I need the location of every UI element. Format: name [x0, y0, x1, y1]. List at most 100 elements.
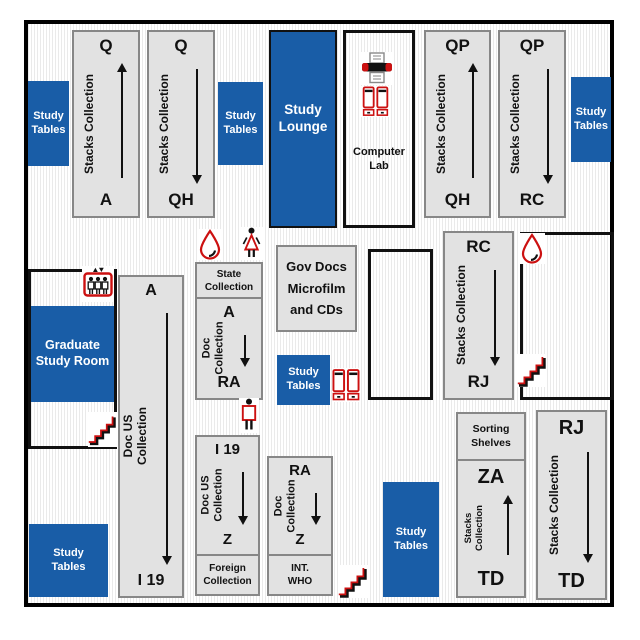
- stack-side-label: Stacks Collection: [82, 73, 97, 174]
- stacks-rc-rj: RC Stacks Collection RJ: [443, 231, 514, 400]
- stack-top-label: RC: [466, 237, 491, 256]
- stack-bottom-label: QH: [168, 190, 194, 210]
- computers-icon: [361, 86, 390, 117]
- stack-side-label: Stacks Collection: [546, 454, 561, 555]
- computer-lab-room: Computer Lab: [343, 30, 415, 228]
- stack-bottom-label: Z: [222, 530, 233, 548]
- stack-side: Stacks Collection: [426, 56, 458, 192]
- stacks-q-a: Q Stacks Collection A: [72, 30, 140, 218]
- stack-top-label: RA: [289, 462, 311, 479]
- stairs-icon: [517, 354, 547, 387]
- stack-side-label: Stacks Collection: [462, 505, 485, 551]
- stack-top-label: Q: [174, 36, 188, 55]
- stack-footer-label: INT. WHO: [269, 554, 331, 594]
- computer-lab-label: Computer Lab: [353, 146, 405, 173]
- stack-side: Stacks Collection: [538, 439, 572, 570]
- study-tables-label: Study Tables: [51, 546, 86, 573]
- stack-header-label: Sorting Shelves: [458, 414, 524, 461]
- stack-top-label: RJ: [558, 417, 585, 439]
- stack-body: Stacks Collection: [500, 56, 564, 192]
- stack-top-label: QP: [445, 36, 470, 55]
- stack-body: Stacks Collection: [538, 439, 605, 570]
- graduate-study-room-outline: [28, 269, 117, 449]
- direction-arrow-icon: [582, 446, 594, 563]
- stack-body: Doc US Collection: [120, 300, 182, 573]
- stack-bottom-label: TD: [477, 568, 505, 590]
- stack-side: Stacks Collection: [74, 56, 106, 192]
- study-lounge: Study Lounge: [269, 30, 337, 228]
- stack-top-label: A: [145, 282, 157, 299]
- stacks-sorting-za-td: Sorting Shelves ZA Stacks Collection TD: [456, 412, 526, 598]
- stacks-q-qh: Q Stacks Collection QH: [147, 30, 215, 218]
- study-tables-label: Study Tables: [393, 525, 429, 552]
- study-tables-top-mid: Study Tables: [218, 82, 263, 165]
- gov-docs-area: Gov Docs Microfilm and CDs: [276, 245, 357, 332]
- stack-side-label: Stacks Collection: [453, 264, 468, 366]
- direction-arrow-icon: [467, 63, 479, 185]
- stack-side: Stacks Collection: [458, 488, 491, 568]
- direction-arrow-icon: [542, 63, 554, 185]
- stack-bottom-label: RJ: [467, 372, 490, 392]
- stacks-doc-us-i19-z: I 19 Doc US Collection Z Foreign Collect…: [195, 435, 260, 596]
- stack-side: Stacks Collection: [500, 56, 532, 192]
- computers-icon: [332, 368, 360, 402]
- stack-arrow-area: [532, 56, 564, 192]
- direction-arrow-icon: [239, 329, 251, 368]
- stack-side: Doc Collection: [269, 478, 300, 533]
- stack-bottom-label: QH: [444, 190, 471, 210]
- stairs-icon: [338, 565, 368, 598]
- stack-arrow-area: [228, 459, 259, 532]
- study-tables-label: Study Tables: [573, 105, 609, 132]
- study-lounge-label: Study Lounge: [278, 102, 328, 134]
- stack-side-label: Stacks Collection: [157, 73, 172, 174]
- stack-footer-label: Foreign Collection: [197, 554, 258, 594]
- stack-arrow-area: [458, 56, 490, 192]
- stacks-doc-us-a-i19: A Doc US Collection I 19: [118, 275, 184, 598]
- stack-side-label: Stacks Collection: [433, 73, 448, 174]
- stack-body: Doc Collection: [269, 478, 331, 533]
- stairs-icon: [88, 412, 117, 447]
- direction-arrow-icon: [489, 264, 501, 367]
- stack-arrow-area: [491, 488, 524, 568]
- stack-bottom-label: I 19: [137, 572, 165, 590]
- stack-side: Doc US Collection: [197, 459, 228, 532]
- stack-arrow-area: [300, 480, 331, 532]
- stack-top-label: Q: [99, 36, 113, 55]
- study-tables-top-left: Study Tables: [28, 81, 69, 166]
- direction-arrow-icon: [116, 63, 128, 185]
- stack-arrow-area: [229, 322, 261, 375]
- stack-side-label: Doc Collection: [271, 478, 297, 533]
- unlabeled-room: [368, 249, 433, 400]
- study-tables-label: Study Tables: [286, 366, 321, 392]
- stack-arrow-area: [181, 56, 213, 192]
- stack-header-label: State Collection: [197, 264, 261, 299]
- stack-side-label: Doc Collection: [200, 321, 225, 375]
- graduate-study-room-label: Graduate Study Room: [35, 338, 110, 368]
- stack-side: Doc Collection: [197, 321, 229, 375]
- stacks-state-collection-a-ra: State Collection A Doc Collection RA: [195, 262, 263, 400]
- printer-icon: [360, 52, 394, 85]
- study-tables-mid: Study Tables: [277, 355, 330, 405]
- stack-body: Stacks Collection: [445, 257, 512, 374]
- study-tables-label: Study Tables: [31, 109, 66, 136]
- stack-bottom-label: Z: [295, 530, 305, 548]
- stack-side-label: Stacks Collection: [508, 73, 523, 174]
- stack-top-label: I 19: [214, 441, 241, 458]
- stack-side: Stacks Collection: [149, 56, 181, 192]
- direction-arrow-icon: [502, 495, 514, 561]
- study-tables-top-right: Study Tables: [571, 77, 611, 162]
- study-tables-label: Study Tables: [223, 109, 258, 136]
- stack-arrow-area: [151, 300, 182, 573]
- stairwell-room: [520, 232, 614, 400]
- stack-bottom-label: RA: [217, 374, 241, 392]
- stack-body: Doc US Collection: [197, 459, 258, 532]
- stack-bottom-label: A: [99, 190, 113, 210]
- stack-body: Doc Collection: [197, 321, 261, 375]
- stack-top-label: A: [223, 304, 235, 321]
- stack-arrow-area: [106, 56, 138, 192]
- stack-body: Stacks Collection: [74, 56, 138, 192]
- stack-bottom-label: TD: [558, 570, 585, 592]
- elevator-icon: [82, 266, 114, 302]
- direction-arrow-icon: [310, 487, 322, 525]
- direction-arrow-icon: [191, 63, 203, 185]
